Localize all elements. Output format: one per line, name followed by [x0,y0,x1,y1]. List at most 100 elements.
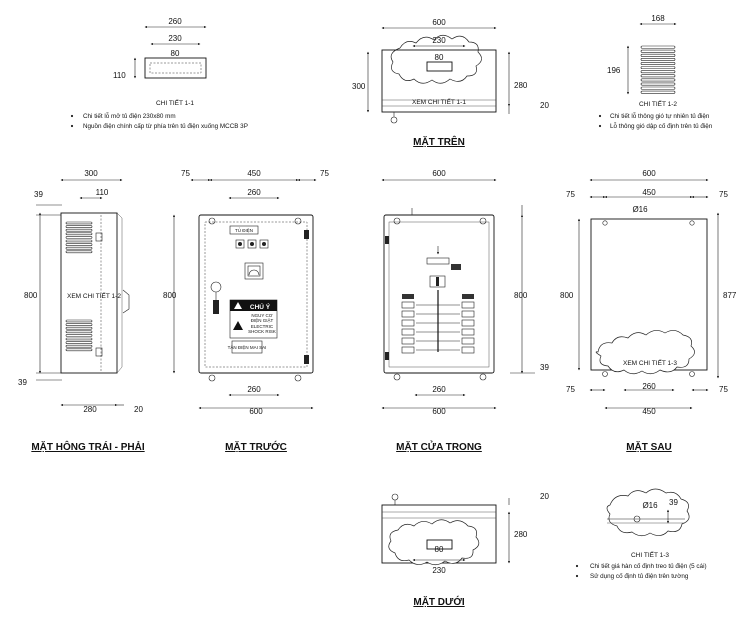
vent-slot [65,344,93,348]
front-pilot-lamps [235,239,269,249]
vent-slot [640,86,676,90]
vent-slot [65,330,93,334]
view-side: 300 110 39 XEM CHI TIẾT 1-2 800 39 280 2… [18,169,145,453]
callout-back: XEM CHI TIẾT 1-3 [623,357,677,367]
breaker [461,328,475,336]
vent-slot [65,323,93,326]
inner-breaker-grid [401,290,475,354]
dim-bottom-height: 280 [514,530,528,539]
vent-slot [65,334,93,337]
callout-top: XEM CHI TIẾT 1-1 [412,96,466,106]
warning-line-2: ĐIỆN GIẬT [251,316,274,323]
dim-back-total-height: 877 [723,291,737,300]
title-bottom: MẶT DƯỚI [413,595,464,608]
breaker [401,319,415,327]
detail12-vents [640,45,676,94]
vent-slot [640,49,676,53]
dim-inner-bottom: 260 [432,385,446,394]
title-top: MẶT TRÊN [413,135,465,148]
dim-bottom-inner: 230 [432,566,446,575]
dim-back-inner: 260 [642,382,656,391]
breaker [461,337,475,345]
dim-back-right-margin: 75 [719,190,728,199]
pilot-lamp [259,239,269,249]
dim-detail11-height: 110 [113,71,126,80]
vent-slot [640,78,676,82]
vent-slot [65,236,93,239]
side-vents-upper [65,221,93,254]
title-back: MẶT SAU [626,440,672,453]
breaker [461,346,475,354]
dim-side-top-margin: 39 [34,190,43,199]
dim-back-bottom-right-margin: 75 [719,385,728,394]
front-panel-label: TỦ ĐIỆN [235,226,253,233]
vent-slot [65,348,93,352]
dim-front-width: 600 [249,407,263,416]
vent-slot [640,70,676,74]
dim-back-bottom-left-margin: 75 [566,385,575,394]
dim-detail12-width: 168 [651,14,665,23]
dim-side-bottom-margin: 39 [18,378,27,387]
warning-footer: TÂN ĐIỆN MAI SAI [228,343,267,350]
warning-line-1: NGUY CƠ [251,313,272,318]
front-enclosure [198,214,314,374]
view-front: 75 450 75 260 TỦ ĐIỆN CHÚ Ý NGUY CƠ ĐIỆN… [163,169,329,453]
pilot-lamp-lens [250,242,254,246]
title-side: MẶT HÔNG TRÁI - PHẢI [31,440,145,453]
dim-bottom-hole: 80 [435,545,444,554]
view-inner-door: 600 800 39 260 600 MẶT CỬA TRONG [381,169,549,453]
title-front: MẶT TRƯỚC [225,440,287,453]
top-hole [426,61,453,72]
caption-detail-1-3: CHI TIẾT 1-3 [631,549,669,559]
breaker [461,310,475,318]
vent-slot [65,341,93,344]
vent-slot [65,225,93,228]
vent-slot [65,326,93,330]
dim-inner-width: 600 [432,169,446,178]
pilot-lamp [235,239,245,249]
vent-slot [640,53,676,57]
dim-back-height: 800 [560,291,574,300]
dim-side-inner: 110 [96,188,109,197]
side-vents-lower [65,319,93,352]
vent-slot [65,243,93,246]
dim-front-inner-top: 260 [247,188,261,197]
view-top: 600 230 80 XEM CHI TIẾT 1-1 300 280 20 M… [352,18,549,148]
vent-slot [640,90,676,94]
dim-top-left-height: 300 [352,82,366,91]
dim-front-right-margin: 75 [320,169,329,178]
breaker-label [462,294,474,299]
detail11-plate [144,57,207,79]
breaker-label [402,294,414,299]
vent-slot [640,57,676,61]
dim-detail13-hole: Ø16 [642,501,658,510]
dim-inner-width-bottom: 600 [432,407,446,416]
dim-detail12-height: 196 [607,66,621,75]
dim-side-height: 800 [24,291,38,300]
note-detail12-1: Chi tiết lỗ thông gió tự nhiên tủ điện [610,111,710,120]
bottom-hole [426,539,453,550]
vent-slot [65,246,93,250]
note-detail11-1: Chi tiết lỗ mở tủ điện 230x80 mm [83,111,176,120]
title-inner: MẶT CỬA TRONG [396,440,482,453]
warning-line-3: ELECTRIC [251,324,274,329]
dim-front-height: 800 [163,291,177,300]
dim-detail11-outer: 260 [168,17,182,26]
dim-side-width: 300 [84,169,98,178]
breaker [401,337,415,345]
breaker [461,301,475,309]
dim-inner-height: 800 [514,291,528,300]
vent-slot [640,82,676,86]
breaker [401,301,415,309]
caption-detail-1-2: CHI TIẾT 1-2 [639,98,677,108]
dim-back-left-margin: 75 [566,190,575,199]
dim-front-span: 450 [247,169,261,178]
dim-top-hole: 80 [435,53,444,62]
vent-slot [65,337,93,341]
caption-detail-1-1: CHI TIẾT 1-1 [156,97,194,107]
vent-slot [640,62,676,65]
detail-1-1: 260 230 80 110 CHI TIẾT 1-1 Chi tiết lỗ … [70,17,248,130]
vent-slot [640,66,676,70]
dim-detail11-inner: 230 [168,34,182,43]
